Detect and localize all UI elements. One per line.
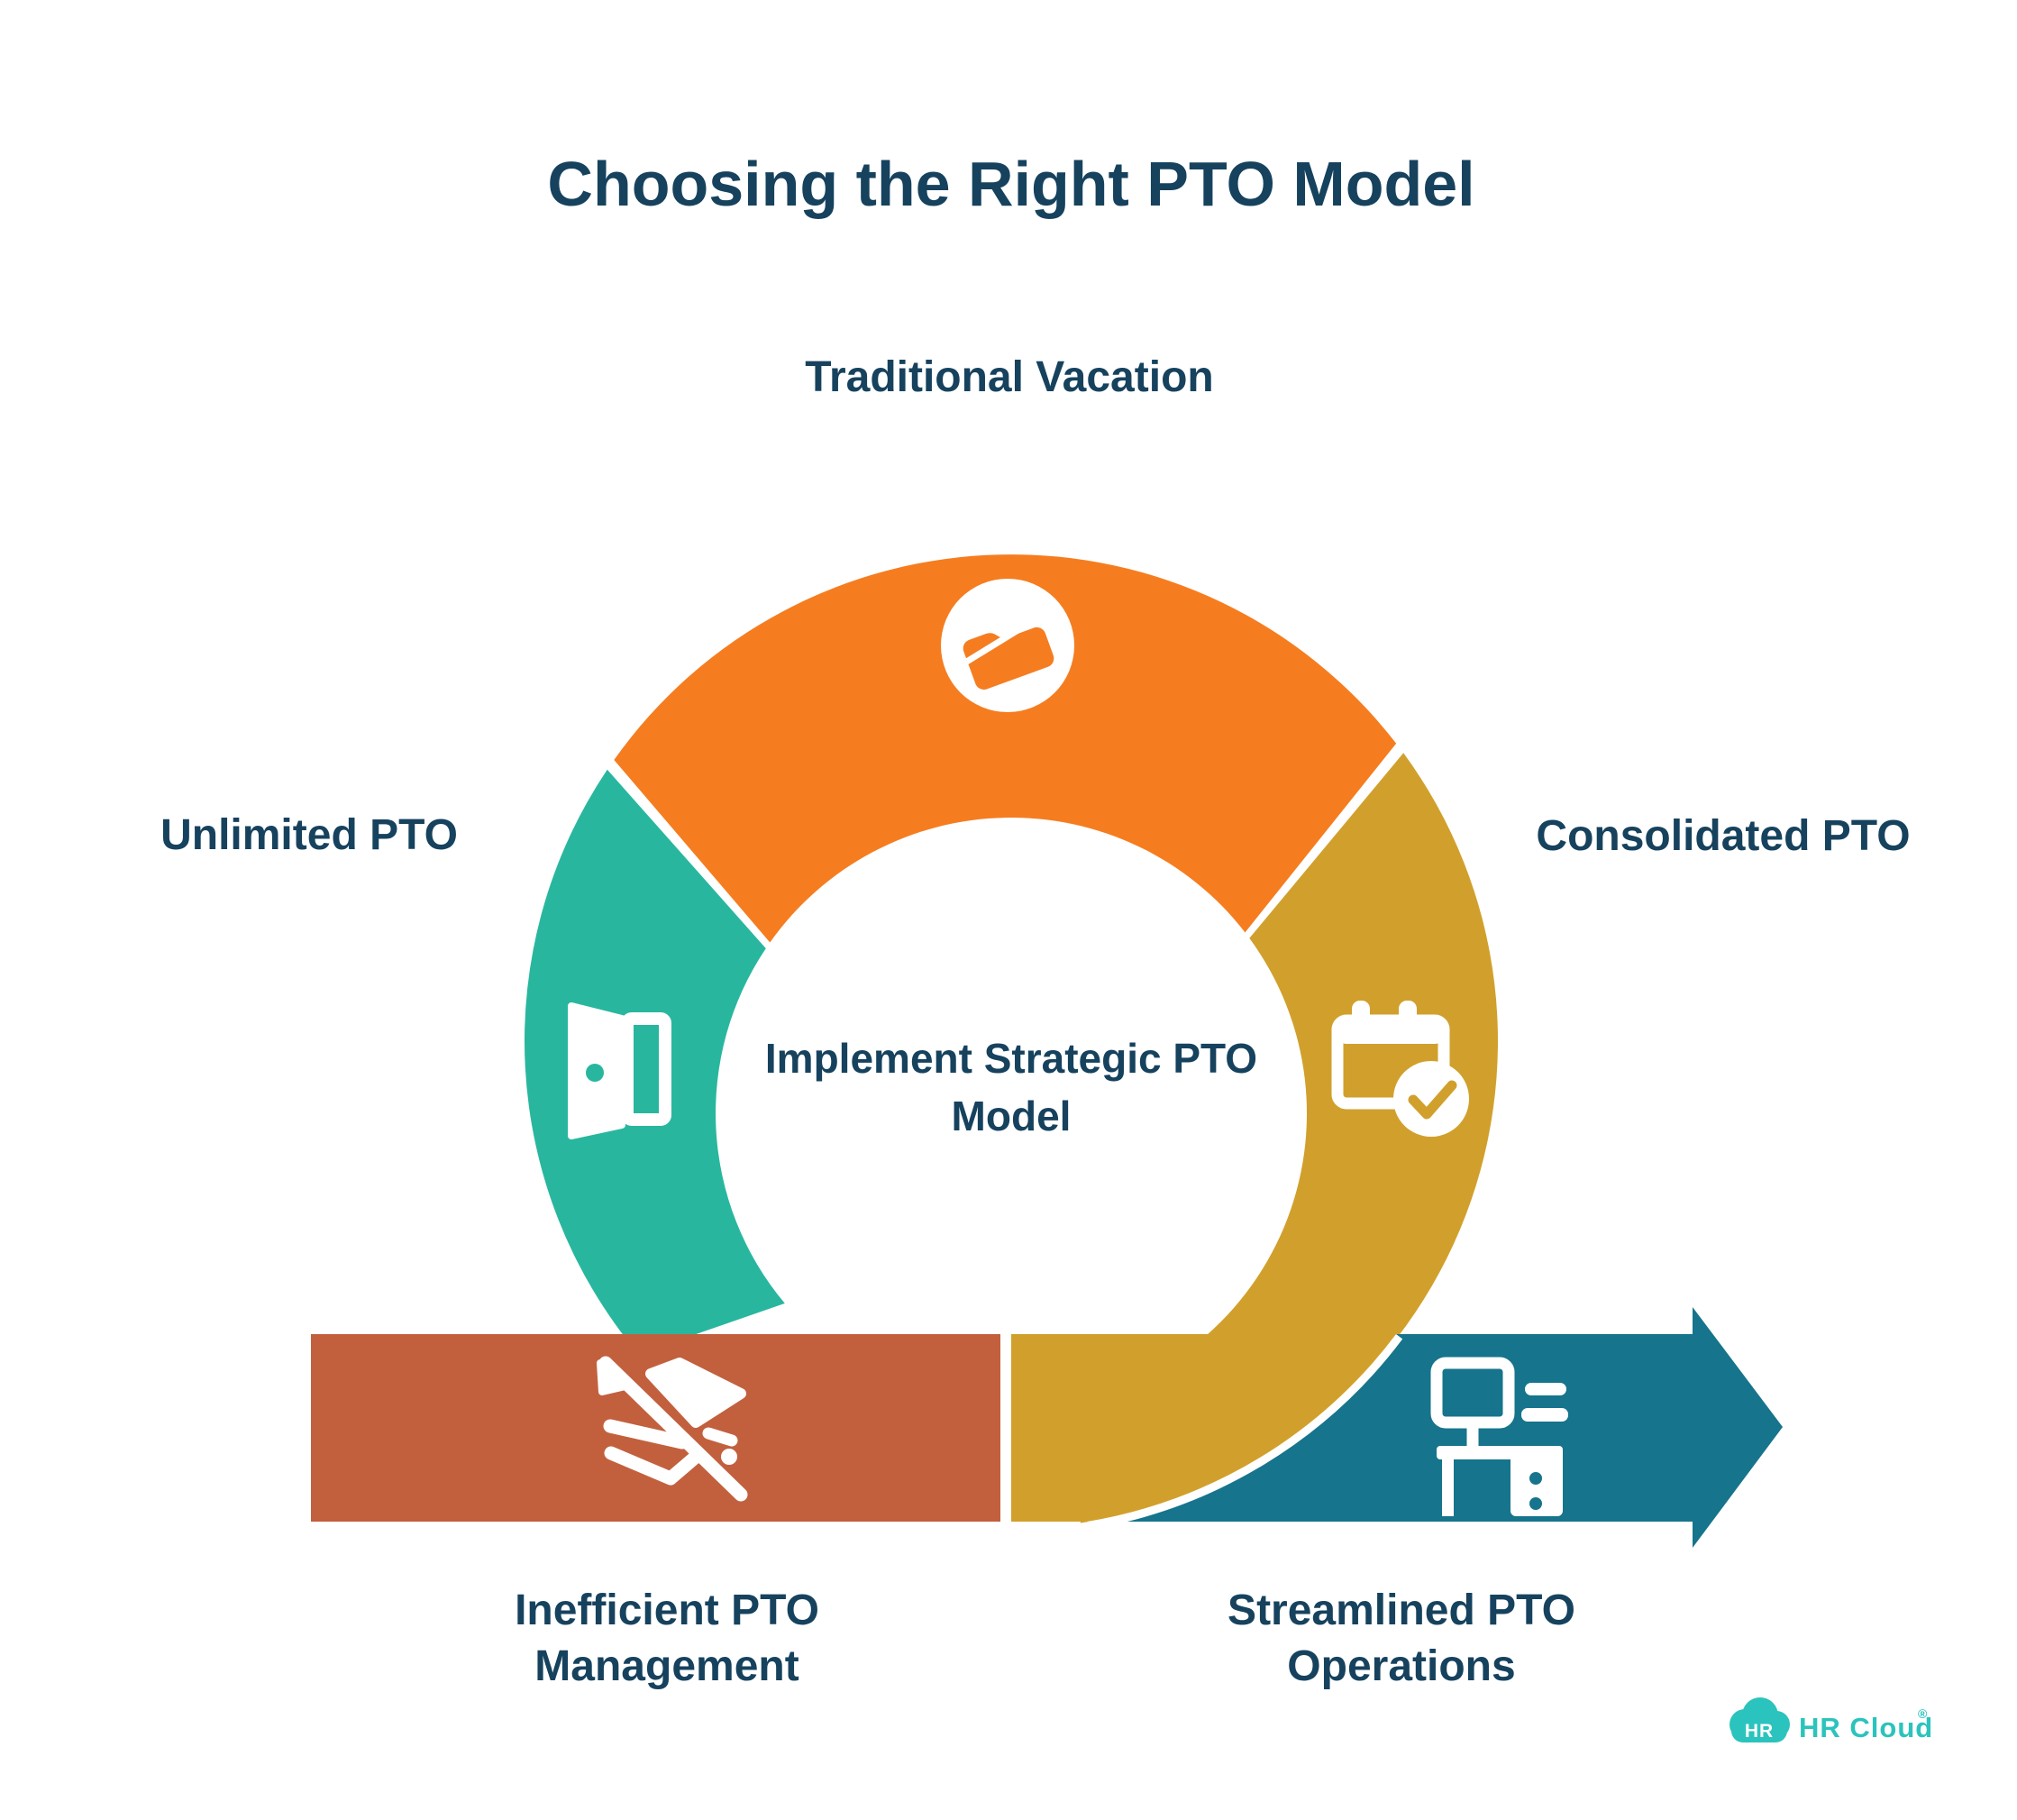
svg-text:Management: Management <box>534 1642 799 1690</box>
svg-text:Model: Model <box>952 1093 1072 1139</box>
segment-traditional-vacation <box>614 554 1397 943</box>
flow-band <box>311 1307 1783 1548</box>
label-unlimited-pto: Unlimited PTO <box>160 811 458 859</box>
inefficient-band <box>311 1334 1000 1522</box>
desk-icon <box>1430 1357 1568 1516</box>
pto-ring <box>524 554 1499 1523</box>
center-text: Implement Strategic PTO Model <box>765 1035 1257 1139</box>
logo-wordmark: HR Cloud <box>1799 1712 1933 1743</box>
page-title: Choosing the Right PTO Model <box>547 149 1474 219</box>
calendar-check-icon <box>1331 1001 1469 1137</box>
svg-text:Streamlined PTO: Streamlined PTO <box>1228 1587 1575 1634</box>
label-inefficient-pto-management: Inefficient PTO Management <box>515 1587 819 1690</box>
label-consolidated-pto: Consolidated PTO <box>1536 812 1910 860</box>
label-traditional-vacation: Traditional Vacation <box>805 353 1213 401</box>
registered-mark: ® <box>1918 1706 1928 1721</box>
logo-badge-text: HR <box>1745 1721 1774 1742</box>
hr-cloud-logo: HR HR Cloud ® <box>1730 1697 1933 1743</box>
label-streamlined-pto-operations: Streamlined PTO Operations <box>1228 1587 1575 1690</box>
svg-text:Implement Strategic PTO: Implement Strategic PTO <box>765 1035 1257 1082</box>
segment-consolidated-pto <box>1053 753 1499 1523</box>
svg-text:Operations: Operations <box>1287 1642 1515 1690</box>
open-door-icon <box>568 1002 671 1139</box>
segment-unlimited-pto <box>524 769 785 1355</box>
feather-slash-icon <box>597 1356 748 1502</box>
folder-icon <box>941 579 1074 712</box>
svg-text:Inefficient PTO: Inefficient PTO <box>515 1587 819 1634</box>
gold-band <box>1011 1334 1396 1522</box>
cloud-icon <box>1730 1697 1790 1742</box>
